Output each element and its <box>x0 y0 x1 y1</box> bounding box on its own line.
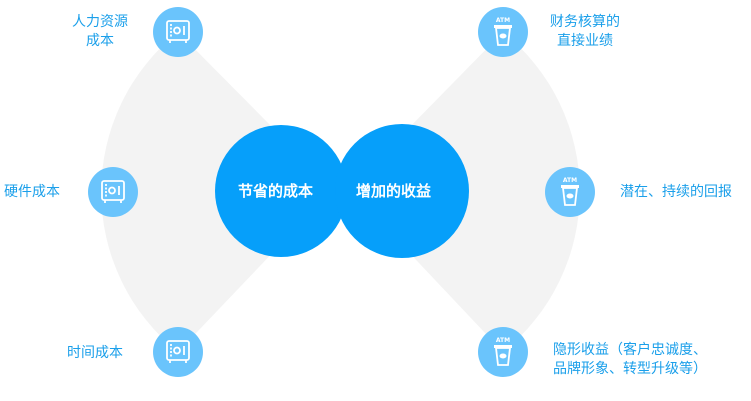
label-hr-cost-line1: 人力资源 <box>72 14 128 30</box>
label-direct-performance-line2: 直接业绩 <box>557 33 613 49</box>
label-hr-cost: 人力资源 成本 <box>66 13 134 51</box>
safe-icon <box>166 20 190 43</box>
node-hidden-benefit: ATM <box>478 327 528 377</box>
label-continuous-return: 潜在、持续的回报 <box>620 184 732 200</box>
label-hidden-benefit-line2: 品牌形象、转型升级等） <box>553 361 707 377</box>
node-hardware-cost <box>88 167 138 217</box>
atm-icon: ATM <box>494 17 512 46</box>
right-hub-title: 增加的收益 <box>356 182 432 200</box>
node-time-cost <box>153 327 203 377</box>
right-hub-circle <box>335 124 469 258</box>
safe-icon <box>166 340 190 363</box>
left-hub-title: 节省的成本 <box>238 182 314 200</box>
atm-label: ATM <box>563 177 577 184</box>
atm-icon: ATM <box>561 177 579 206</box>
atm-label: ATM <box>496 337 510 344</box>
label-hidden-benefit: 隐形收益（客户忠诚度、 品牌形象、转型升级等） <box>553 341 707 379</box>
label-hr-cost-line2: 成本 <box>86 33 114 49</box>
label-hidden-benefit-line1: 隐形收益（客户忠诚度、 <box>553 342 707 358</box>
safe-icon <box>101 180 125 203</box>
right-fan-background <box>402 32 580 352</box>
label-direct-performance-line1: 财务核算的 <box>550 14 620 30</box>
atm-label: ATM <box>496 17 510 24</box>
node-direct-performance: ATM <box>478 7 528 57</box>
left-fan-background <box>101 32 280 352</box>
left-hub-circle <box>215 125 347 257</box>
label-hardware-cost: 硬件成本 <box>4 184 60 200</box>
atm-icon: ATM <box>494 337 512 366</box>
label-time-cost: 时间成本 <box>67 345 123 361</box>
node-continuous-return: ATM <box>545 167 595 217</box>
label-direct-performance: 财务核算的 直接业绩 <box>545 13 625 51</box>
node-hr-cost <box>153 7 203 57</box>
